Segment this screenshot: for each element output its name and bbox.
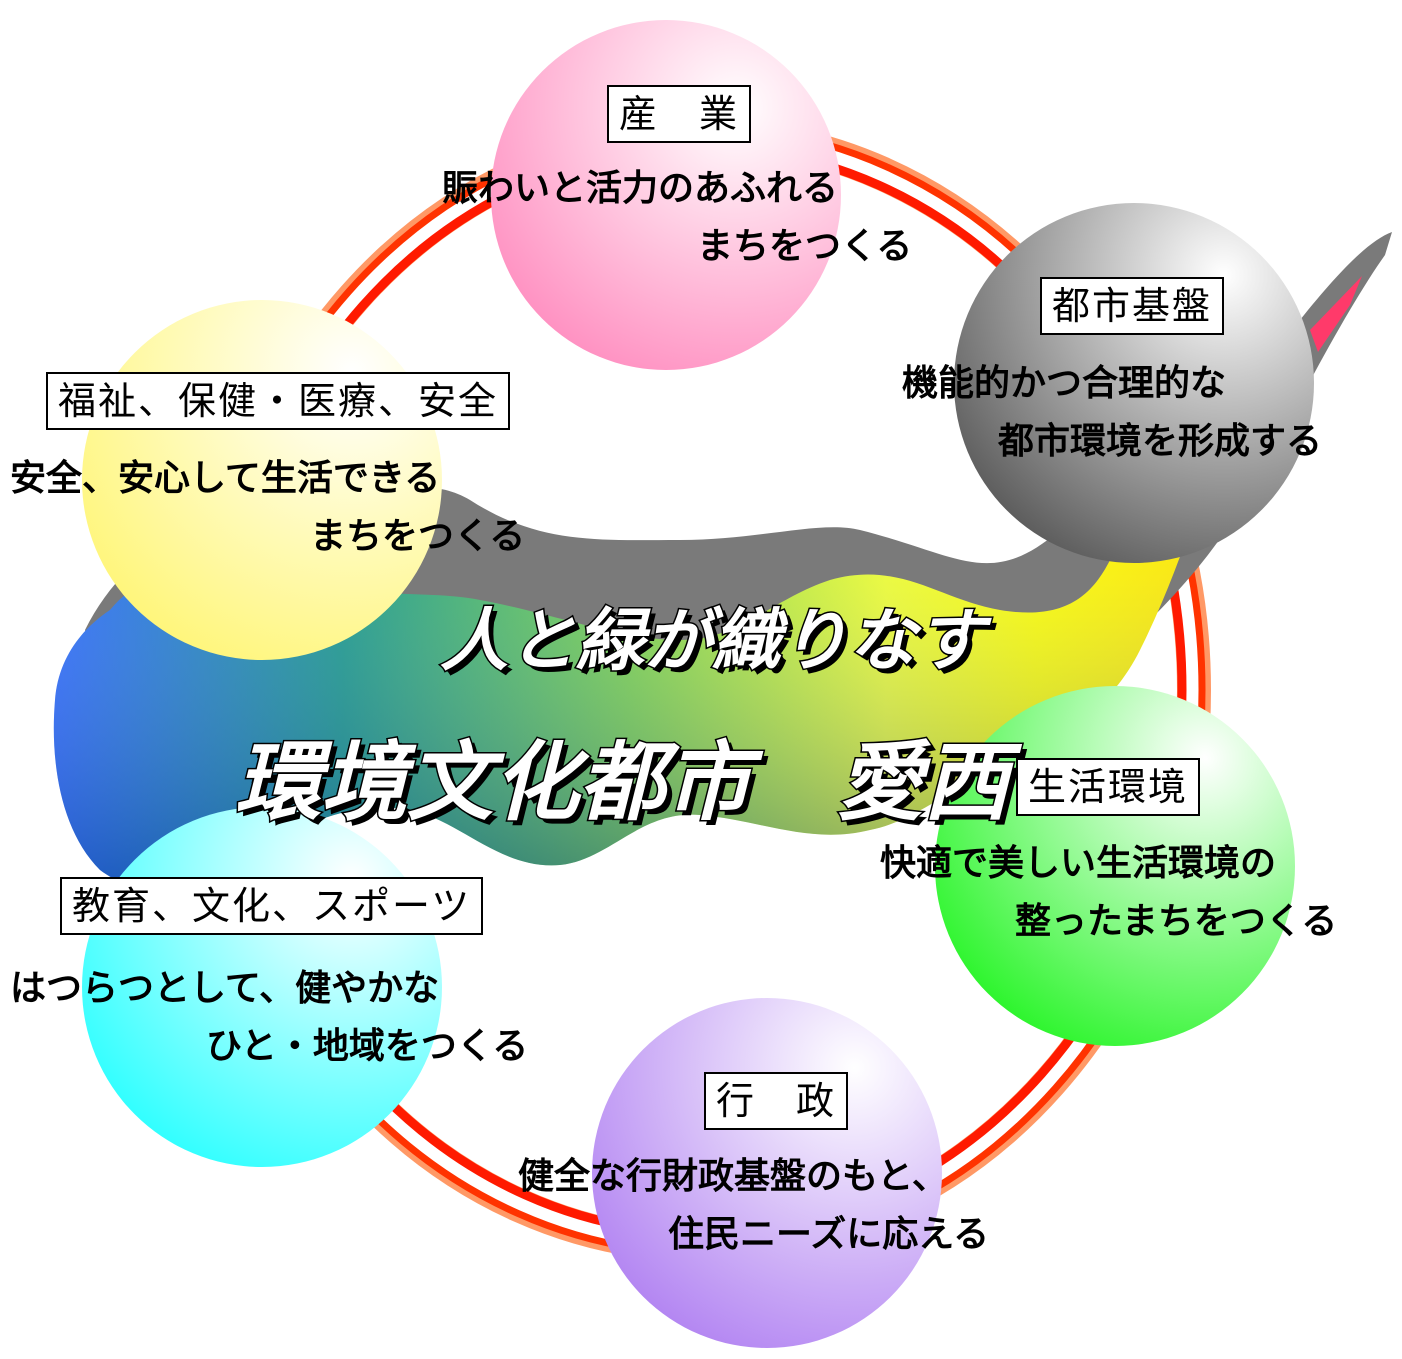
circle-gyosei xyxy=(592,998,942,1348)
desc-gyosei: 健全な行財政基盤のもと、 住民ニーズに応える xyxy=(518,1148,989,1264)
desc-toshi-line2: 都市環境を形成する xyxy=(998,421,1323,462)
desc-gyosei-line1: 健全な行財政基盤のもと、 xyxy=(518,1156,948,1197)
desc-toshi-line1: 機能的かつ合理的な xyxy=(902,363,1227,404)
ribbon-shading xyxy=(53,470,1210,892)
desc-seikatsu-line1: 快適で美しい生活環境の xyxy=(880,843,1277,884)
label-toshi: 都市基盤 xyxy=(1040,277,1225,335)
desc-toshi: 機能的かつ合理的な 都市環境を形成する xyxy=(902,355,1322,471)
label-kyoiku: 教育、文化、スポーツ xyxy=(60,877,484,935)
ribbon-shadow xyxy=(85,232,1392,700)
desc-fukushi-line1: 安全、安心して生活できる xyxy=(10,458,441,499)
label-seikatsu: 生活環境 xyxy=(1016,758,1201,816)
desc-fukushi: 安全、安心して生活できる まちをつくる xyxy=(10,450,525,566)
label-sangyo: 産 業 xyxy=(607,85,752,143)
center-line2: 環境文化都市 愛西 xyxy=(234,732,1011,835)
desc-kyoiku: はつらつとして、健やかな ひと・地域をつくる xyxy=(10,960,528,1076)
desc-sangyo-line2: まちをつくる xyxy=(697,226,913,267)
label-gyosei: 行 政 xyxy=(704,1072,849,1130)
circle-sangyo xyxy=(491,20,841,370)
desc-sangyo: 賑わいと活力のあふれる まちをつくる xyxy=(442,160,912,276)
desc-gyosei-line2: 住民ニーズに応える xyxy=(668,1214,990,1255)
ribbon-accent xyxy=(1310,276,1362,352)
center-line1: 人と緑が織りなす xyxy=(438,601,985,683)
desc-seikatsu: 快適で美しい生活環境の 整ったまちをつくる xyxy=(880,835,1337,951)
desc-kyoiku-line2: ひと・地域をつくる xyxy=(206,1026,529,1067)
desc-sangyo-line1: 賑わいと活力のあふれる xyxy=(442,168,839,209)
desc-fukushi-line2: まちをつくる xyxy=(310,516,526,557)
desc-kyoiku-line1: はつらつとして、健やかな xyxy=(10,968,440,1009)
desc-seikatsu-line2: 整ったまちをつくる xyxy=(1015,901,1338,942)
label-fukushi: 福祉、保健・医療、安全 xyxy=(46,372,511,430)
